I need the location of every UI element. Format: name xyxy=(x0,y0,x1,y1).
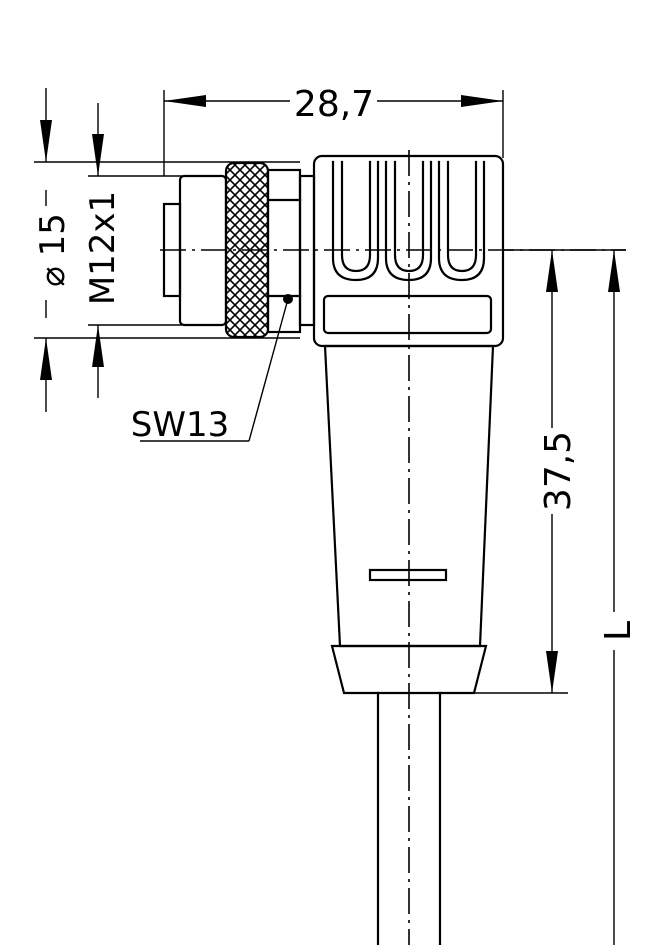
diameter-label: ⌀ 15 xyxy=(33,213,73,287)
wrench-size-callout: SW13 xyxy=(131,298,289,445)
diameter-dimension: ⌀ 15 xyxy=(33,88,300,412)
width-label: 28,7 xyxy=(294,84,374,125)
body-length-dimension: 37,5 xyxy=(474,249,626,694)
body-length-label: 37,5 xyxy=(538,431,579,511)
width-dimension: 28,7 xyxy=(163,84,504,176)
wrench-size-label: SW13 xyxy=(131,405,229,445)
cable-length-dimension: L xyxy=(598,250,639,945)
cable-length-label: L xyxy=(598,621,639,641)
thread-dimension: M12x1 xyxy=(83,103,182,398)
thread-label: M12x1 xyxy=(83,191,123,305)
connector-housing xyxy=(312,154,505,348)
diameter-value: 15 xyxy=(33,213,73,256)
diameter-symbol: ⌀ xyxy=(33,266,73,286)
